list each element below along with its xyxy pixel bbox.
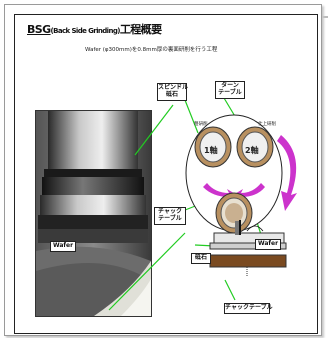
- wheel-label: 砥石: [191, 253, 211, 264]
- slide-page: BSG(Back Side Grinding)工程概要 Wafer (φ300m…: [4, 4, 322, 336]
- turn-table-label: ターン テーブル: [215, 81, 245, 99]
- scroll-edge: [322, 16, 328, 18]
- spindle-label: スピンドル 砥石: [157, 83, 187, 101]
- wafer-side-label: Wafer: [255, 239, 281, 250]
- chuck-table-bottom-label: チャックテーブル: [224, 303, 270, 314]
- axis2-label: 2軸: [245, 145, 259, 156]
- slide: BSG(Back Side Grinding)工程概要 Wafer (φ300m…: [14, 14, 318, 334]
- chuck-table-label: チャック テーブル: [154, 207, 186, 225]
- bsg-schematic: [15, 15, 317, 333]
- rough-grinding-label: 粗研削: [194, 121, 208, 127]
- finish-grinding-label: 仕上研削: [258, 121, 276, 127]
- axis1-label: 1軸: [204, 145, 218, 156]
